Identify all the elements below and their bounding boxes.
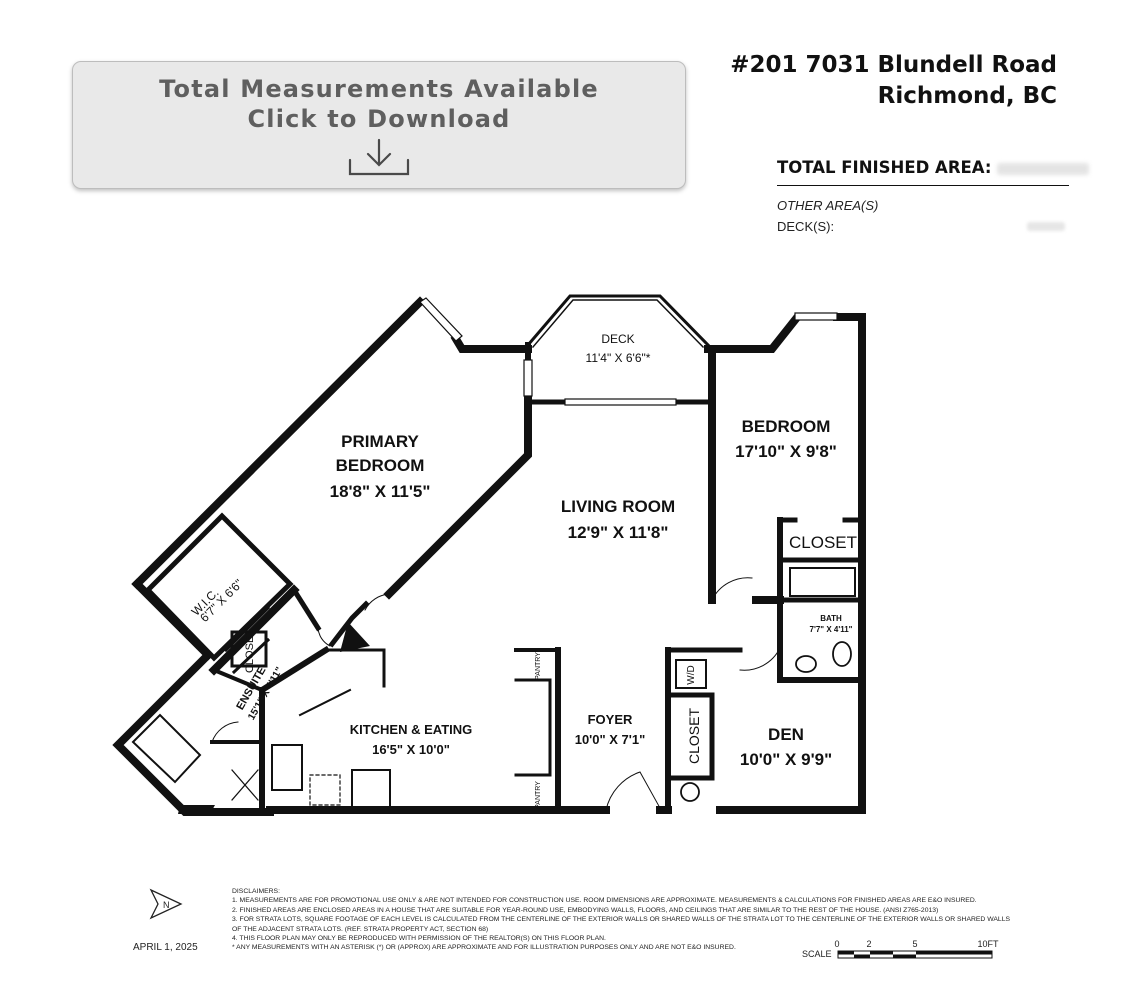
foyer-label: FOYER [588,712,633,727]
banner-line-2: Click to Download [247,105,511,133]
kitchen-dims: 16'5" X 10'0" [372,742,450,757]
area-summary: TOTAL FINISHED AREA: OTHER AREA(S) DECK(… [777,158,1090,234]
foyer-dims: 10'0" X 7'1" [575,732,646,747]
scale-tick-0: 0 [834,939,839,949]
disclaimers-title: DISCLAIMERS: [232,888,280,895]
north-label: N [163,900,170,910]
bedroom-closet-label: CLOSET [789,533,857,552]
deck-dims: 11'4" X 6'6"* [586,351,651,365]
living-room-label: LIVING ROOM [561,497,675,516]
download-icon [348,138,410,176]
kitchen-label: KITCHEN & EATING [350,722,473,737]
ensuite-closet-label: CLOSET [244,629,256,673]
north-arrow-icon: N [149,888,183,920]
scale-tick-2: 2 [866,939,871,949]
bath-label: BATH [820,614,842,623]
bedroom-label: BEDROOM [742,417,831,436]
scale-tick-10: 10FT [977,939,999,949]
disclaimer-3: 3. FOR STRATA LOTS, SQUARE FOOTAGE OF EA… [232,916,1011,933]
foyer-closet-label: CLOSET [686,708,702,764]
property-address: #201 7031 Blundell Road Richmond, BC [730,50,1057,112]
bedroom-dims: 17'10" X 9'8" [735,442,837,461]
primary-bedroom-label-2: BEDROOM [336,456,425,475]
decks-label: DECK(S): [777,219,835,234]
total-finished-area: TOTAL FINISHED AREA: [777,158,1090,186]
download-measurements-button[interactable]: Total Measurements Available Click to Do… [72,61,686,189]
scale-bar: SCALE 0 2 5 10FT [802,939,999,959]
primary-bedroom-dims: 18'8" X 11'5" [330,482,431,501]
disclaimer-5: * ANY MEASUREMENTS WITH AN ASTERISK (*) … [232,944,736,952]
deck-label: DECK [601,332,634,346]
living-room-dims: 12'9" X 11'8" [568,523,669,542]
redacted-value [1027,222,1065,231]
den-label: DEN [768,725,804,744]
address-line-1: #201 7031 Blundell Road [730,52,1057,78]
wd-label: W/D [686,665,697,684]
plan-date: APRIL 1, 2025 [133,942,198,953]
primary-bedroom-label-1: PRIMARY [341,432,419,451]
scale-label: SCALE [802,949,832,959]
disclaimer-4: 4. THIS FLOOR PLAN MAY ONLY BE REPRODUCE… [232,935,606,943]
pantry-label-bottom: PANTRY [535,781,542,809]
pantry-label-top: PANTRY [535,652,542,680]
scale-tick-5: 5 [912,939,917,949]
other-areas-label: OTHER AREA(S) [777,198,879,213]
banner-line-1: Total Measurements Available [159,75,599,103]
redacted-value [997,162,1090,175]
disclaimer-1: 1. MEASUREMENTS ARE FOR PROMOTIONAL USE … [232,897,977,905]
disclaimers: DISCLAIMERS: 1. MEASUREMENTS ARE FOR PRO… [232,887,1012,953]
disclaimer-2: 2. FINISHED AREAS ARE ENCLOSED AREAS IN … [232,906,939,914]
decks-row: DECK(S): [777,219,1069,234]
address-line-2: Richmond, BC [877,83,1057,109]
bath-dims: 7'7" X 4'11" [810,625,853,634]
den-dims: 10'0" X 9'9" [740,750,832,769]
